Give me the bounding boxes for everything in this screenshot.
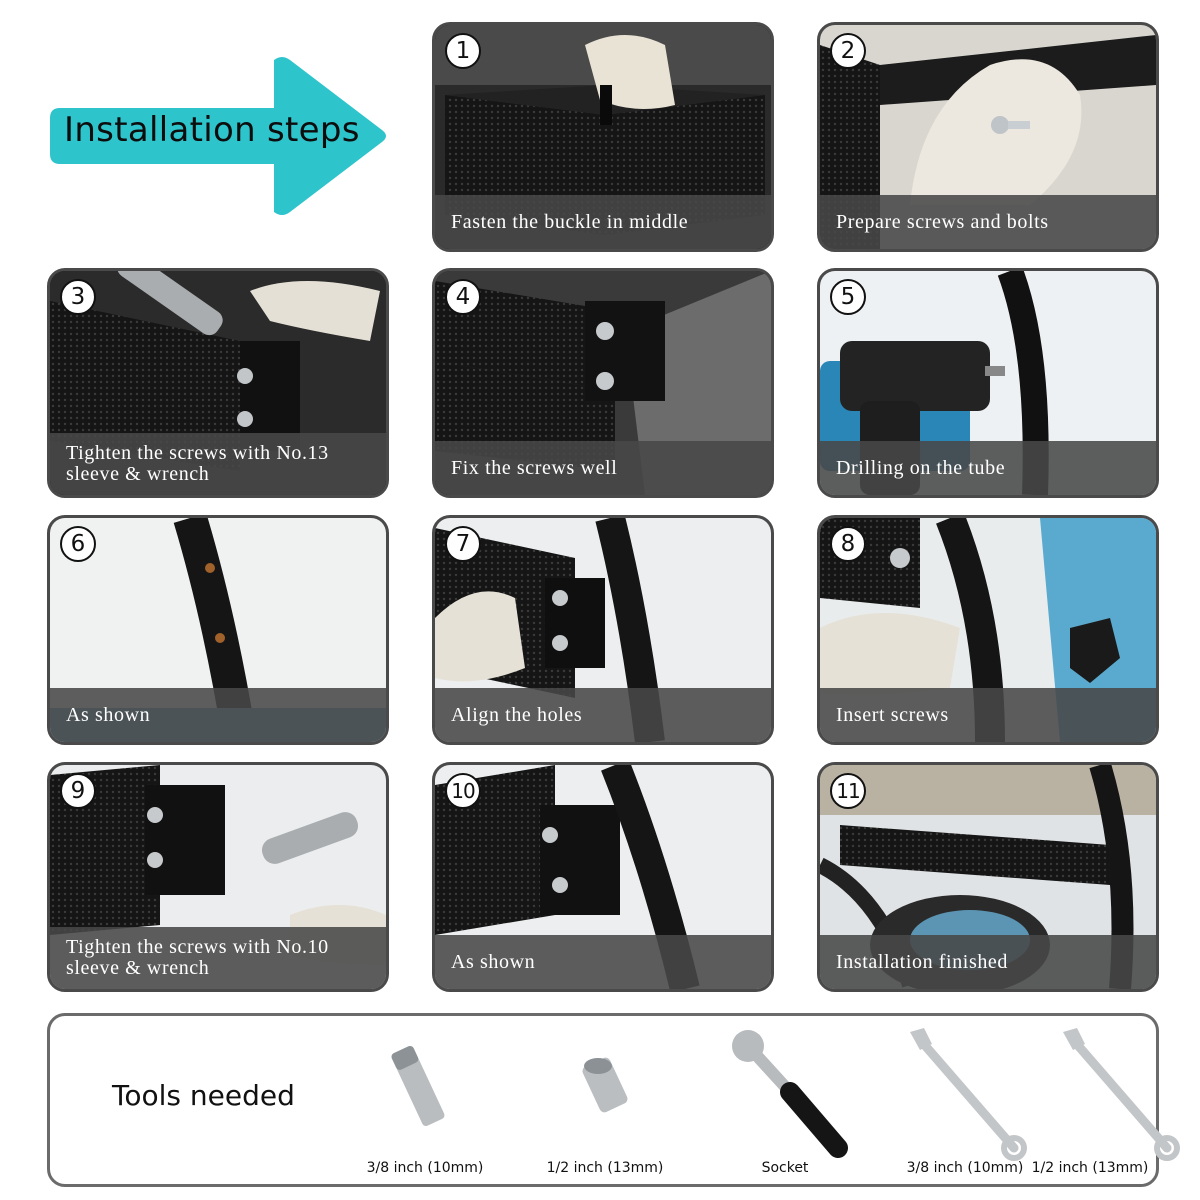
step-card-5: 5 Drilling on the tube xyxy=(817,268,1159,498)
step-caption-bar: Drilling on the tube xyxy=(820,441,1156,495)
combination-wrench-icon xyxy=(1063,1028,1180,1161)
step-number-badge: 7 xyxy=(445,526,481,562)
socket-icon xyxy=(582,1057,628,1113)
tool-wrench-10mm: 3/8 inch (10mm) xyxy=(890,1016,1040,1186)
step-caption-bar: As shown xyxy=(50,688,386,742)
tool-deep-socket: 3/8 inch (10mm) xyxy=(350,1016,500,1186)
step-caption: Drilling on the tube xyxy=(836,456,1006,479)
step-caption: Fix the screws well xyxy=(451,456,618,479)
step-number-badge: 8 xyxy=(830,526,866,562)
step-caption: Prepare screws and bolts xyxy=(836,210,1049,233)
step-number-badge: 6 xyxy=(60,526,96,562)
step-card-10: 10 As shown xyxy=(432,762,774,992)
step-caption-bar: Installation finished xyxy=(820,935,1156,989)
tool-label: 3/8 inch (10mm) xyxy=(366,1160,484,1176)
step-caption-bar: Align the holes xyxy=(435,688,771,742)
step-number-badge: 5 xyxy=(830,279,866,315)
step-caption: As shown xyxy=(451,950,536,973)
tool-socket: 1/2 inch (13mm) xyxy=(530,1016,680,1186)
step-number-badge: 11 xyxy=(830,773,866,809)
step-caption-bar: Fix the screws well xyxy=(435,441,771,495)
step-card-1: 1 Fasten the buckle in middle xyxy=(432,22,774,252)
tool-label: 3/8 inch (10mm) xyxy=(906,1160,1024,1176)
step-caption-bar: Tighten the screws with No.13 sleeve & w… xyxy=(50,433,386,495)
arrow-shape-icon xyxy=(50,57,386,215)
step-number-badge: 10 xyxy=(445,773,481,809)
step-caption-bar: Prepare screws and bolts xyxy=(820,195,1156,249)
step-caption-bar: Insert screws xyxy=(820,688,1156,742)
step-number-badge: 1 xyxy=(445,33,481,69)
step-card-7: 7 Align the holes xyxy=(432,515,774,745)
step-number-badge: 2 xyxy=(830,33,866,69)
header-arrow xyxy=(46,52,392,220)
step-caption: Fasten the buckle in middle xyxy=(451,210,689,233)
step-caption: Insert screws xyxy=(836,703,949,726)
ratchet-wrench-icon xyxy=(732,1030,848,1158)
step-caption-bar: Fasten the buckle in middle xyxy=(435,195,771,249)
step-card-9: 9 Tighten the screws with No.10 sleeve &… xyxy=(47,762,389,992)
step-card-2: 2 Prepare screws and bolts xyxy=(817,22,1159,252)
step-card-6: 6 As shown xyxy=(47,515,389,745)
tool-label: 1/2 inch (13mm) xyxy=(546,1160,664,1176)
tool-ratchet: Socket xyxy=(710,1016,860,1186)
step-card-4: 4 Fix the screws well xyxy=(432,268,774,498)
combination-wrench-icon xyxy=(910,1028,1027,1161)
step-caption: Tighten the screws with No.13 sleeve & w… xyxy=(66,442,329,485)
step-caption: Tighten the screws with No.10 sleeve & w… xyxy=(66,936,329,979)
step-caption: Align the holes xyxy=(451,703,583,726)
tool-wrench-13mm: 1/2 inch (13mm) xyxy=(1032,1016,1200,1186)
tool-label: 1/2 inch (13mm) xyxy=(1031,1160,1149,1176)
step-number-badge: 9 xyxy=(60,773,96,809)
tool-label: Socket xyxy=(761,1160,809,1176)
step-caption-bar: As shown xyxy=(435,935,771,989)
step-number-badge: 4 xyxy=(445,279,481,315)
step-card-11: 11 Installation finished xyxy=(817,762,1159,992)
step-card-8: 8 Insert screws xyxy=(817,515,1159,745)
step-number-badge: 3 xyxy=(60,279,96,315)
deep-socket-icon xyxy=(391,1045,445,1127)
tools-title: Tools needed xyxy=(112,1079,295,1112)
step-card-3: 3 Tighten the screws with No.13 sleeve &… xyxy=(47,268,389,498)
tools-panel: Tools needed 3/8 inch (10mm) 1/2 inch (1… xyxy=(47,1013,1180,1187)
step-caption: As shown xyxy=(66,703,151,726)
step-caption-bar: Tighten the screws with No.10 sleeve & w… xyxy=(50,927,386,989)
page-title: Installation steps xyxy=(64,110,360,150)
step-caption: Installation finished xyxy=(836,950,1009,973)
